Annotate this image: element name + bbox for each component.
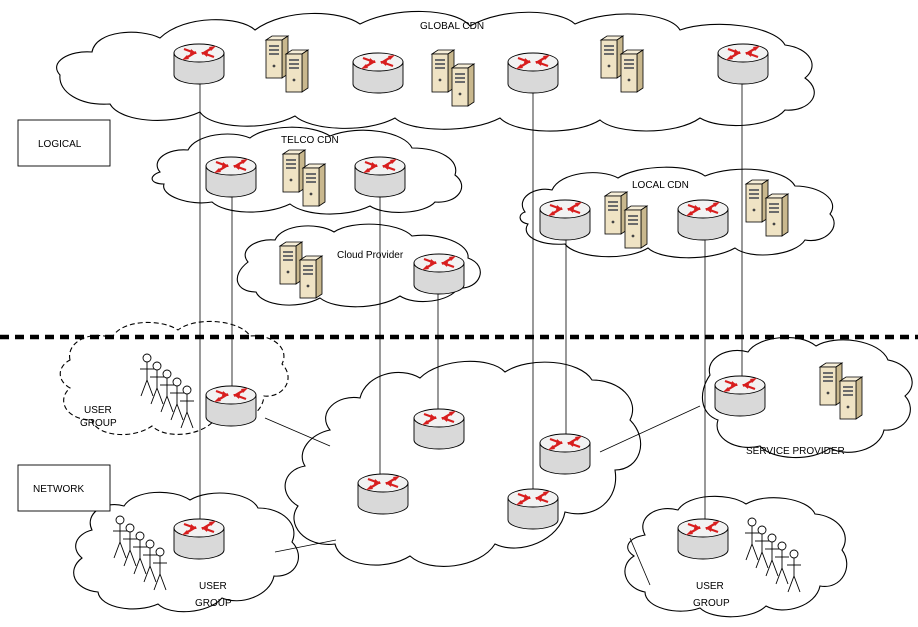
router-icon <box>713 374 767 418</box>
local-cdn-label: LOCAL CDN <box>632 180 689 191</box>
router-icon <box>351 51 405 95</box>
router-icon <box>356 472 410 516</box>
router-icon <box>538 198 592 242</box>
router-icon <box>412 407 466 451</box>
router-icon <box>172 42 226 86</box>
user-group-label: GROUP <box>80 418 117 429</box>
logical-layer-box: LOGICAL <box>17 119 111 167</box>
service-provider-cloud <box>701 336 913 459</box>
user-group-label: USER <box>696 581 724 592</box>
user-group-label: GROUP <box>195 598 232 609</box>
user-group-label: GROUP <box>693 598 730 609</box>
logical-layer-label: LOGICAL <box>38 139 82 150</box>
router-icon <box>676 517 730 561</box>
router-icon <box>506 51 560 95</box>
router-icon <box>716 42 770 86</box>
router-icon <box>538 432 592 476</box>
router-icon <box>676 198 730 242</box>
router-icon <box>506 487 560 531</box>
user-group-cloud-right <box>624 495 848 618</box>
network-layer-label: NETWORK <box>33 484 84 495</box>
user-group-label: USER <box>84 405 112 416</box>
service-provider-label: SERVICE PROVIDER <box>746 446 845 457</box>
connection-lines <box>199 80 743 586</box>
user-group-label: USER <box>199 581 227 592</box>
cloud-provider-label: Cloud Provider <box>337 250 404 261</box>
router-icon <box>204 155 258 199</box>
router-icon <box>204 384 258 428</box>
router-icon <box>353 155 407 199</box>
router-icon <box>412 252 466 296</box>
telco-cdn-label: TELCO CDN <box>281 135 339 146</box>
network-layer-box: NETWORK <box>17 464 111 512</box>
router-icon <box>172 517 226 561</box>
global-cdn-label: GLOBAL CDN <box>420 21 484 32</box>
